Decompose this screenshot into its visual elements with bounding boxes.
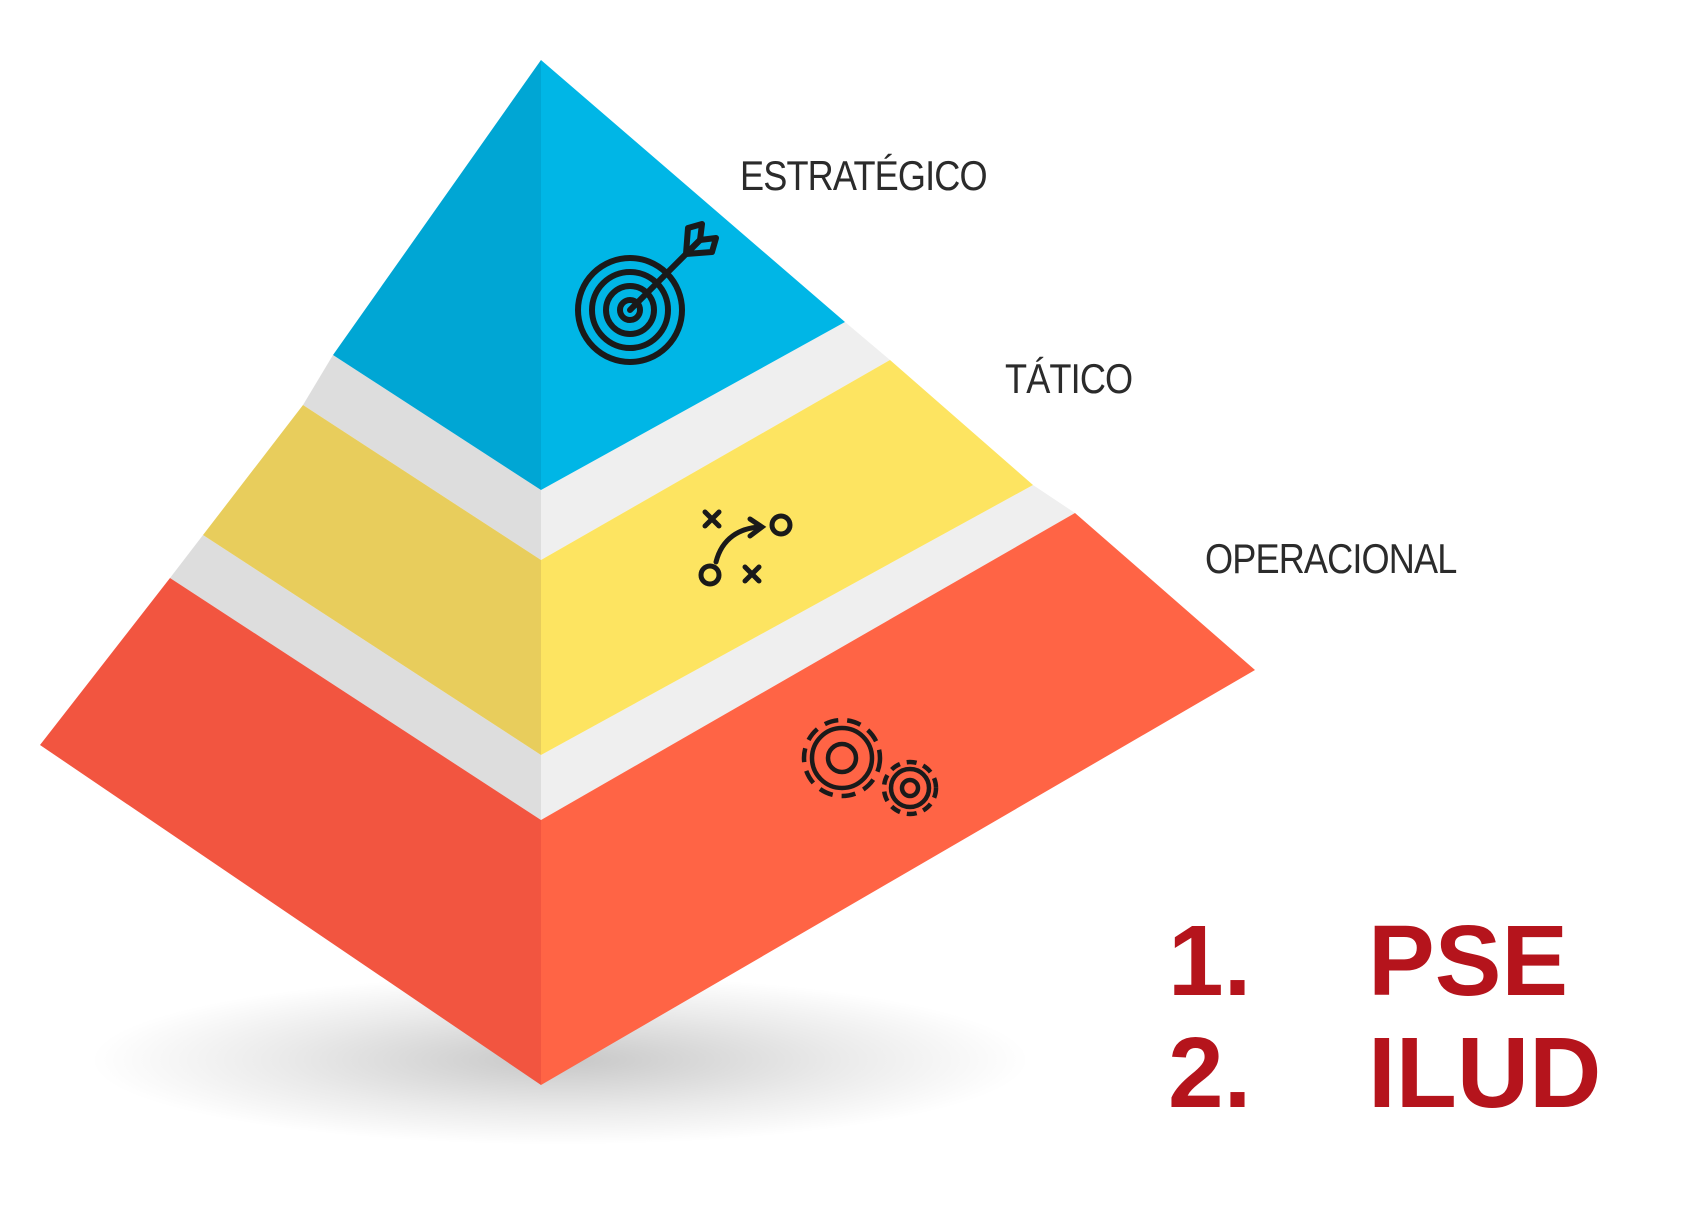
separator-band-upper-right: [541, 322, 890, 560]
list-item-number: 1.: [1168, 905, 1252, 1017]
level-label-tactical: TÁTICO: [1005, 355, 1133, 402]
list-item-text: ILUD: [1368, 1017, 1602, 1129]
list-item-text: PSE: [1368, 905, 1569, 1017]
gears-icon: [801, 717, 939, 817]
strategy-plan-icon: [698, 509, 793, 587]
level-tactical-side: [203, 405, 541, 755]
level-strategic-front: [541, 60, 845, 490]
separator-band-upper: [303, 355, 541, 560]
list-item: 1. PSE: [1168, 905, 1601, 1017]
level-operational-front: [541, 513, 1255, 1085]
list-item-number: 2.: [1168, 1017, 1252, 1129]
level-label-operational: OPERACIONAL: [1205, 535, 1457, 582]
target-icon: [575, 221, 719, 365]
separator-band-lower-right: [541, 485, 1075, 820]
separator-band-lower: [170, 535, 541, 820]
numbered-list: 1. PSE 2. ILUD: [1168, 905, 1601, 1129]
level-operational-side: [40, 578, 541, 1085]
level-strategic-side: [333, 60, 541, 490]
level-label-strategic: ESTRATÉGICO: [740, 152, 988, 199]
list-item: 2. ILUD: [1168, 1017, 1601, 1129]
level-tactical-front: [541, 360, 1033, 755]
